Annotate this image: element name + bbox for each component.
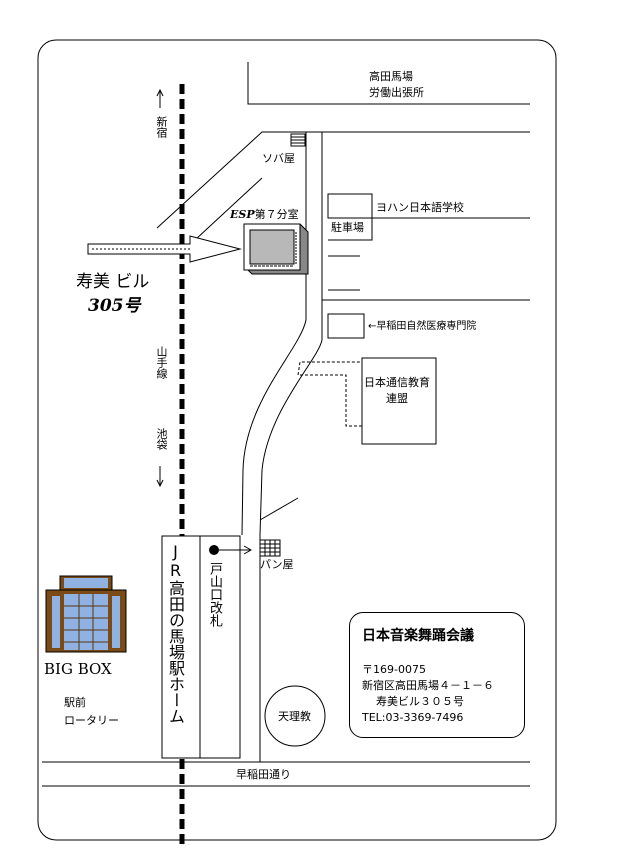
address-line-2: 寿美ビル３０５号 [376, 695, 464, 708]
top-street [247, 62, 530, 105]
dotted-path [297, 361, 362, 376]
label-esp-rest: 第７分室 [254, 208, 299, 221]
tenrikyo-circle [264, 685, 326, 747]
label-rotary: ロータリー [64, 714, 119, 727]
label-shinjuku: 新宿 [155, 116, 168, 138]
label-waseda-dori: 早稲田通り [236, 768, 291, 781]
block-yohan [327, 193, 530, 241]
label-yohan-school: ヨハン日本語学校 [376, 201, 464, 214]
soba-shop-icon [290, 133, 306, 147]
address-line-1: 新宿区高田馬場４－１－６ [362, 679, 494, 692]
south-arrow-icon [156, 466, 164, 488]
label-esp-prefix: ESP [230, 208, 255, 221]
label-esp-room: ESP第７分室 [230, 208, 299, 221]
label-ekimae: 駅前 [64, 696, 86, 709]
main-street-east-edge [259, 132, 323, 536]
label-labor-office-2: 労働出張所 [369, 86, 424, 99]
label-building-name: 寿美 ビル [76, 272, 150, 292]
organization-name: 日本音楽舞踊会議 [362, 628, 474, 644]
label-bakery: パン屋 [260, 558, 294, 571]
label-labor-office-1: 高田馬場 [369, 70, 413, 83]
diagonal-street [156, 131, 530, 229]
label-room-number: 305号 [88, 296, 141, 316]
block-waseda-college [327, 313, 365, 339]
map-border [37, 39, 557, 841]
label-toyama-gate: 戸山口改札 [207, 562, 222, 627]
telephone: TEL:03-3369-7496 [362, 711, 464, 724]
bakery-icon [259, 539, 281, 557]
label-ikebukuro: 池袋 [155, 428, 168, 450]
station-platform [161, 535, 241, 759]
label-nippon-tsushin-2: 連盟 [386, 392, 408, 405]
label-soba-shop: ソバ屋 [262, 152, 295, 165]
esp-building-icon [243, 223, 309, 275]
main-street-west-edge [241, 132, 307, 536]
north-arrow-icon [156, 88, 164, 108]
label-nippon-tsushin-1: 日本通信教育 [364, 376, 430, 389]
label-yamanote-line: 山手線 [155, 346, 168, 379]
gate-arrow-icon [209, 545, 253, 555]
label-big-box: BIG BOX [44, 660, 112, 678]
contact-info-box: 日本音楽舞踊会議 〒169-0075 新宿区高田馬場４－１－６ 寿美ビル３０５号… [349, 612, 525, 738]
dotted-path-2 [300, 374, 362, 427]
street-lower-right [259, 497, 299, 521]
building-pointer-arrow-icon [87, 235, 242, 263]
label-parking: 駐車場 [331, 221, 364, 234]
big-box-building-icon [45, 575, 127, 653]
postal-code: 〒169-0075 [362, 663, 426, 676]
label-station-platform: JR高田の馬場駅ホーム [166, 542, 185, 724]
label-waseda-college: ←早稲田自然医療専門院 [368, 321, 477, 332]
label-tenrikyo: 天理教 [278, 710, 311, 723]
diagonal-street-lower [194, 177, 263, 241]
block-nippon-tsushin [361, 357, 437, 445]
